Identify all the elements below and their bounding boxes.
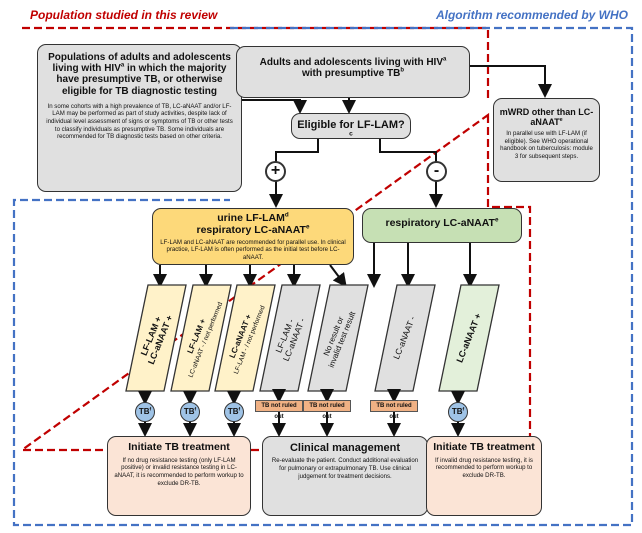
- population-label: Population studied in this review: [30, 8, 218, 22]
- initiate-treatment-left-box: Initiate TB treatment If no drug resista…: [107, 436, 251, 516]
- tb-not-ruled-out-tag-3: TB not ruled out: [370, 400, 418, 420]
- algorithm-label: Algorithm recommended by WHO: [435, 8, 628, 22]
- algorithm-region-outline: [12, 26, 634, 527]
- urine-body: LF-LAM and LC-aNAAT are recommended for …: [160, 238, 346, 261]
- mwrd-body: In parallel use with LF-LAM (if eligible…: [500, 130, 593, 160]
- clinical-management-box: Clinical management Re-evaluate the pati…: [262, 436, 428, 516]
- minus-sign: -: [426, 161, 447, 182]
- result-shape-2: [170, 284, 232, 392]
- tb-circle-2: TBf: [180, 402, 200, 422]
- result-shape-3: [214, 284, 276, 392]
- populations-box: Populations of adults and adolescents li…: [37, 44, 242, 192]
- result-shape-7: [438, 284, 500, 392]
- respiratory-lcanaat-box: respiratory LC-aNAATe: [362, 208, 522, 243]
- plus-sign: +: [265, 161, 286, 182]
- tb-circle-3: TBf: [224, 402, 244, 422]
- eligible-box: Eligible for LF-LAM?c: [291, 113, 411, 139]
- result-shape-1: [125, 284, 187, 392]
- tb-not-ruled-out-tag-2: TB not ruled out: [303, 400, 351, 420]
- populations-body: In some cohorts with a high prevalence o…: [46, 102, 233, 141]
- tb-not-ruled-out-tag-1: TB not ruled out: [255, 400, 303, 420]
- adults-box: Adults and adolescents living with HIVa …: [236, 46, 470, 98]
- population-region-outline: [18, 26, 532, 452]
- result-shape-5: [307, 284, 369, 392]
- mwrd-box: mWRD other than LC-aNAATe In parallel us…: [493, 98, 600, 182]
- populations-title: Populations of adults and adolescents li…: [48, 52, 231, 75]
- result-shape-6: [374, 284, 436, 392]
- result-shape-4: [259, 284, 321, 392]
- tb-circle-1: TBf: [135, 402, 155, 422]
- initiate-treatment-right-box: Initiate TB treatment If invalid drug re…: [426, 436, 542, 516]
- tb-circle-4: TBf: [448, 402, 468, 422]
- urine-lflam-box: urine LF-LAMd respiratory LC-aNAATe LF-L…: [152, 208, 354, 265]
